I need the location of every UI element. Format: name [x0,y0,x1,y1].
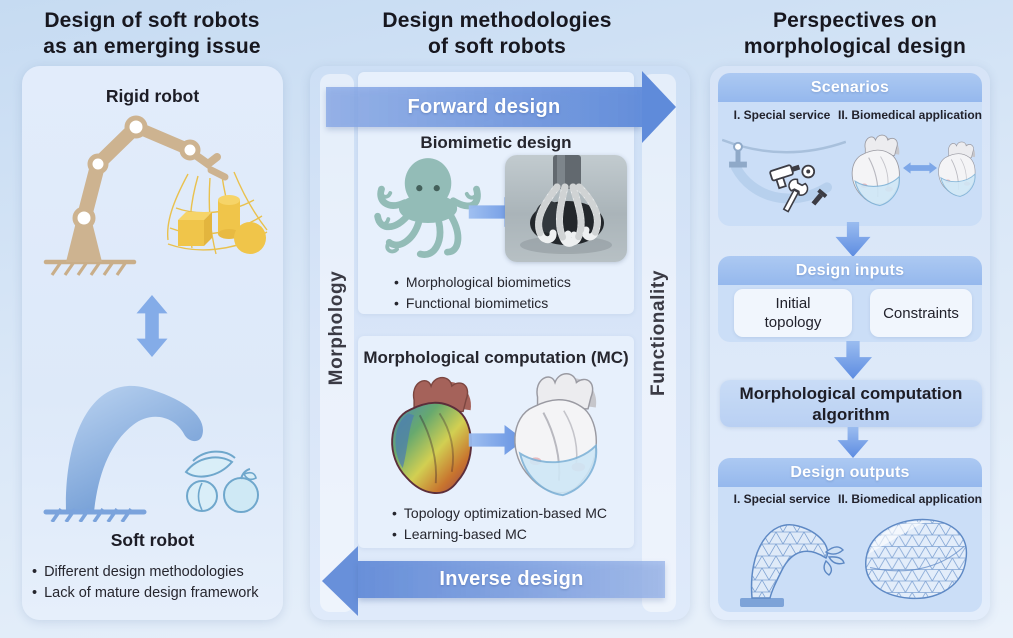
heart-device-large-illustration [845,128,907,212]
functionality-axis-strip [642,74,676,612]
right-column-title: Perspectives on morphological design [743,9,967,58]
functionality-axis-label: Functionality [648,269,669,397]
rigid-robot-label: Rigid robot [105,86,200,106]
constraints-box: Constraints [870,289,972,337]
forward-design-label: Forward design [407,95,561,118]
flow-down-arrow-2 [834,341,872,379]
biomimetic-bullet-1: Morphological biomimetics [394,272,626,293]
soft-robotic-heart-illustration [502,366,610,502]
design-outputs-header: Design outputs [718,458,982,487]
biomimetic-design-title: Biomimetic design [420,133,572,152]
scenarios-item-special-service: I. Special service [733,108,831,122]
biomimetic-bullet-2: Functional biomimetics [394,293,626,314]
left-bullet-list: Different design methodologies Lack of m… [32,562,276,604]
algorithm-box: Morphological computation algorithm [720,380,982,427]
initial-topology-box: Initial topology [734,289,852,337]
left-bullet-2: Lack of mature design framework [32,583,276,604]
outputs-item-special-service: I. Special service [733,492,831,506]
mesh-arm-illustration [740,524,845,607]
power-line-tools-illustration [722,138,846,213]
anatomical-heart-illustration [391,376,473,494]
fruits-illustration [184,450,259,513]
flow-down-arrow-3 [837,427,869,458]
soft-gripper-photo [505,155,627,262]
heart-device-small-illustration [933,136,981,202]
wrench-icon [782,178,809,213]
rigid-robot-illustration [43,115,268,276]
scenarios-body [718,102,982,226]
flow-down-arrow-1 [835,222,871,257]
mc-bullet-2: Learning-based MC [392,524,634,545]
mesh-heart-illustration [865,518,968,600]
morphology-axis-strip [320,74,354,612]
bidirectional-arrow-icon [136,295,168,357]
left-bullet-1: Different design methodologies [32,562,276,583]
left-column-title: Design of soft robots as an emerging iss… [43,9,261,58]
design-inputs-header: Design inputs [718,256,982,285]
middle-column-title: Design methodologies of soft robots [382,9,612,58]
mc-bullet-1: Topology optimization-based MC [392,503,634,524]
outputs-item-biomedical: II. Biomedical application [837,492,983,506]
morphological-computation-title: Morphological computation (MC) [363,348,629,367]
drill-icon [769,164,801,190]
soft-robot-illustration [43,385,259,522]
double-arrow-icon [903,162,937,174]
screw-icon [811,188,828,206]
morphological-computation-bullet-list: Topology optimization-based MC Learning-… [392,503,634,545]
morphology-axis-label: Morphology [326,270,347,386]
inverse-design-arrow: Inverse design [358,561,665,598]
inverse-design-label: Inverse design [439,568,584,590]
biomimetic-bullet-list: Morphological biomimetics Functional bio… [394,272,626,314]
gear-icon [801,164,816,179]
forward-design-arrow: Forward design [326,87,642,127]
soft-robot-label: Soft robot [110,530,195,550]
octopus-illustration [374,158,481,258]
scenarios-item-biomedical: II. Biomedical application [837,108,983,122]
scenarios-header: Scenarios [718,73,982,102]
